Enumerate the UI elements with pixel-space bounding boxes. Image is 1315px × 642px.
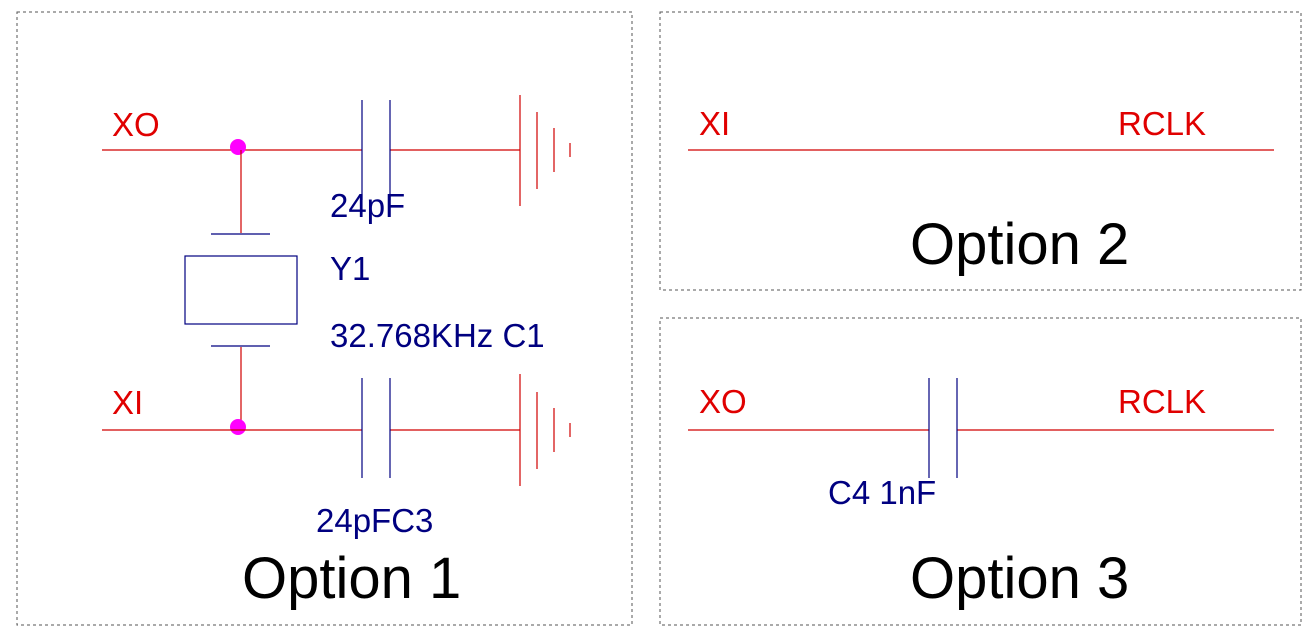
crystal-value: 32.768KHz C1 <box>330 317 545 354</box>
option2-net-left: XI <box>699 105 730 142</box>
option3-panel: XO RCLK C4 1nF Option 3 <box>659 317 1302 626</box>
crystal-ref: Y1 <box>330 250 370 287</box>
option1-border <box>16 11 633 626</box>
net-label-xi: XI <box>112 384 143 421</box>
option3-border <box>659 317 1302 626</box>
option2-panel: XI RCLK Option 2 <box>659 11 1302 291</box>
cap-top-value: 24pF <box>330 187 405 224</box>
option3-net-left: XO <box>699 383 747 420</box>
ground-symbol-bottom <box>519 374 571 486</box>
option1-title: Option 1 <box>242 546 461 611</box>
option3-title: Option 3 <box>910 546 1129 611</box>
junction-dot-bottom <box>230 419 246 435</box>
option3-net-right: RCLK <box>1118 383 1206 420</box>
junction-dot-top <box>230 139 246 155</box>
net-label-xo: XO <box>112 106 160 143</box>
option2-border <box>659 11 1302 291</box>
crystal-y1 <box>184 233 298 347</box>
option3-cap-label: C4 1nF <box>828 474 936 511</box>
option2-net-right: RCLK <box>1118 105 1206 142</box>
cap-bottom-value: 24pFC3 <box>316 502 433 539</box>
ground-symbol-top <box>519 95 571 206</box>
option2-title: Option 2 <box>910 212 1129 277</box>
option1-panel: XO XI 24pF Y1 32.768KHz C1 24pFC3 Option… <box>16 11 633 626</box>
